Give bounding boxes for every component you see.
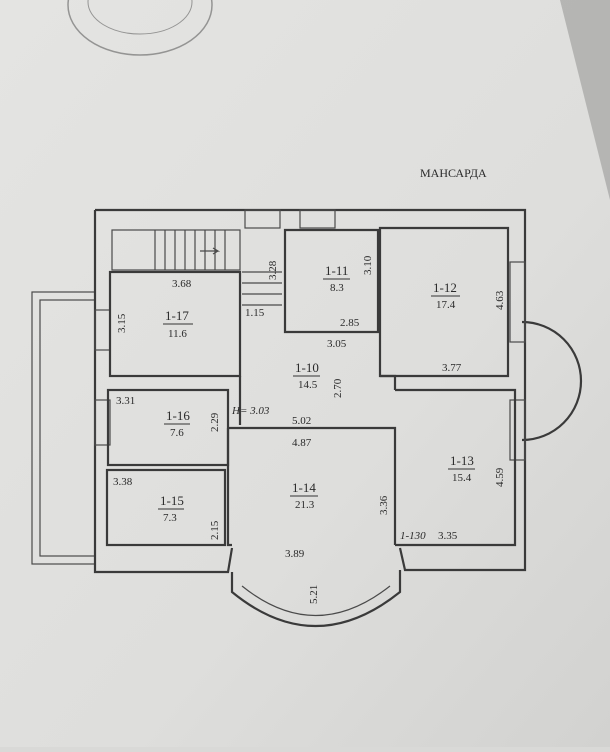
dimension: 2.70 xyxy=(332,378,344,398)
bay-window xyxy=(241,585,391,617)
dimension: 2.29 xyxy=(209,412,221,432)
dimension: 4.63 xyxy=(494,290,506,310)
room-wall-1-17 xyxy=(108,270,242,378)
svg-text:8.3: 8.3 xyxy=(330,282,344,294)
dimension: 3.28 xyxy=(267,260,279,280)
dimension: 2.85 xyxy=(340,317,360,329)
dimension: 3.10 xyxy=(362,255,374,275)
svg-text:14.5: 14.5 xyxy=(298,379,318,391)
svg-text:1-13: 1-13 xyxy=(450,453,474,468)
dimension: 3.36 xyxy=(378,495,390,515)
interior-walls xyxy=(105,226,517,547)
windows xyxy=(94,209,526,461)
balcony-right xyxy=(521,320,583,442)
staircase xyxy=(111,229,282,306)
room-1-15: 1-15 7.3 xyxy=(158,493,184,524)
svg-text:1-17: 1-17 xyxy=(165,308,189,323)
room-1-17: 1-17 11.6 xyxy=(163,308,193,340)
dimension: 3.05 xyxy=(327,338,347,350)
dimension: 3.89 xyxy=(285,548,305,560)
svg-text:17.4: 17.4 xyxy=(436,299,456,311)
dimension: 4.87 xyxy=(292,437,312,449)
paper-edge-shadow xyxy=(560,0,610,200)
dimension: 5.21 xyxy=(308,585,320,604)
svg-text:1-12: 1-12 xyxy=(433,280,457,295)
outer-wall xyxy=(93,208,527,574)
dimension: 3.77 xyxy=(442,362,462,374)
stamp xyxy=(67,0,213,56)
svg-text:1-10: 1-10 xyxy=(295,360,319,375)
room-1-10: 1-10 14.5 xyxy=(293,360,320,391)
dimension: 3.68 xyxy=(172,278,192,290)
svg-text:7.6: 7.6 xyxy=(170,427,184,439)
svg-text:21.3: 21.3 xyxy=(295,499,315,511)
plan-title: МАНСАРДА xyxy=(420,166,487,180)
svg-text:11.6: 11.6 xyxy=(168,328,187,340)
height-note: H= 3.03 xyxy=(231,405,270,417)
dimension: 3.31 xyxy=(116,395,135,407)
room-1-14: 1-14 21.3 xyxy=(290,480,318,511)
scale-note: 1-130 xyxy=(400,530,426,542)
svg-text:15.4: 15.4 xyxy=(452,472,472,484)
room-1-13: 1-13 15.4 xyxy=(448,453,475,484)
svg-text:1-11: 1-11 xyxy=(325,263,348,278)
svg-text:1-15: 1-15 xyxy=(160,493,184,508)
dimension: 1.15 xyxy=(245,307,265,319)
svg-text:1-16: 1-16 xyxy=(166,408,190,423)
room-1-11: 1-11 8.3 xyxy=(323,263,350,294)
dimension: 3.35 xyxy=(438,530,458,542)
dimension: 5.02 xyxy=(292,415,311,427)
svg-text:7.3: 7.3 xyxy=(163,512,177,524)
svg-text:1-14: 1-14 xyxy=(292,480,316,495)
dimension: 3.15 xyxy=(116,313,128,333)
bay-wall xyxy=(230,570,402,627)
room-1-12: 1-12 17.4 xyxy=(431,280,460,311)
dimension: 3.38 xyxy=(113,476,133,488)
dimension: 2.15 xyxy=(209,520,221,540)
dimension: 4.59 xyxy=(494,467,506,487)
room-1-16: 1-16 7.6 xyxy=(164,408,190,439)
dimension-labels: 3.68 1.15 2.85 3.05 3.77 3.31 5.02 4.87 … xyxy=(113,255,506,604)
